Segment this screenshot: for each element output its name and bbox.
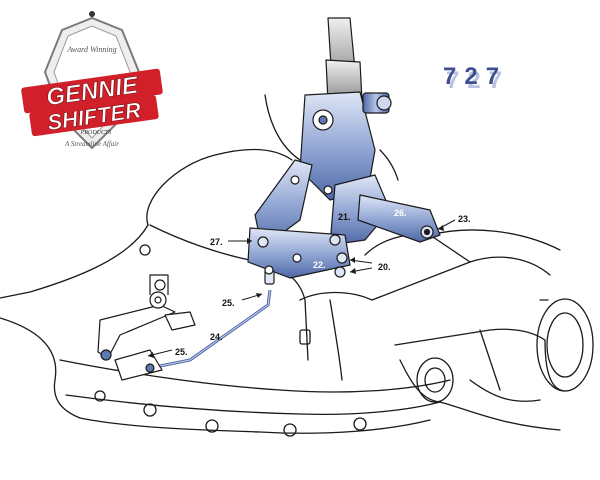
callouts: 27. 25. 24. 25. 23. 20. 21. 22. 26. 26. <box>147 206 471 358</box>
model-number-shadow: 727 <box>446 67 510 94</box>
callout-25-upper: 25. <box>222 298 235 308</box>
linkage <box>97 274 272 381</box>
model-number: 727 <box>443 63 507 90</box>
callout-23: 23. <box>458 214 471 224</box>
logo-bottom-text: A Streamline Affair <box>64 140 119 148</box>
logo-sub-text: PRODUCTS <box>80 130 112 136</box>
trans-lever <box>97 304 176 359</box>
right-arm <box>357 194 441 243</box>
linkage-rod <box>149 289 272 370</box>
gennie-shifter-logo: Award Winning GENNIE SHIFTER PRODUCTS A … <box>21 11 163 150</box>
callout-26-left: 26. <box>314 206 327 216</box>
logo-top-text: Award Winning <box>66 45 116 54</box>
callout-25-lower: 25. <box>175 347 188 357</box>
cross-plate <box>247 227 351 279</box>
callout-21: 21. <box>338 212 351 222</box>
callout-27: 27. <box>210 237 223 247</box>
shifter-assembly <box>247 17 441 285</box>
callout-24: 24. <box>210 332 223 342</box>
model-title: 727 727 <box>443 63 510 94</box>
callout-20: 20. <box>378 262 391 272</box>
callout-22: 22. <box>313 260 326 270</box>
callout-26-right: 26. <box>394 208 407 218</box>
